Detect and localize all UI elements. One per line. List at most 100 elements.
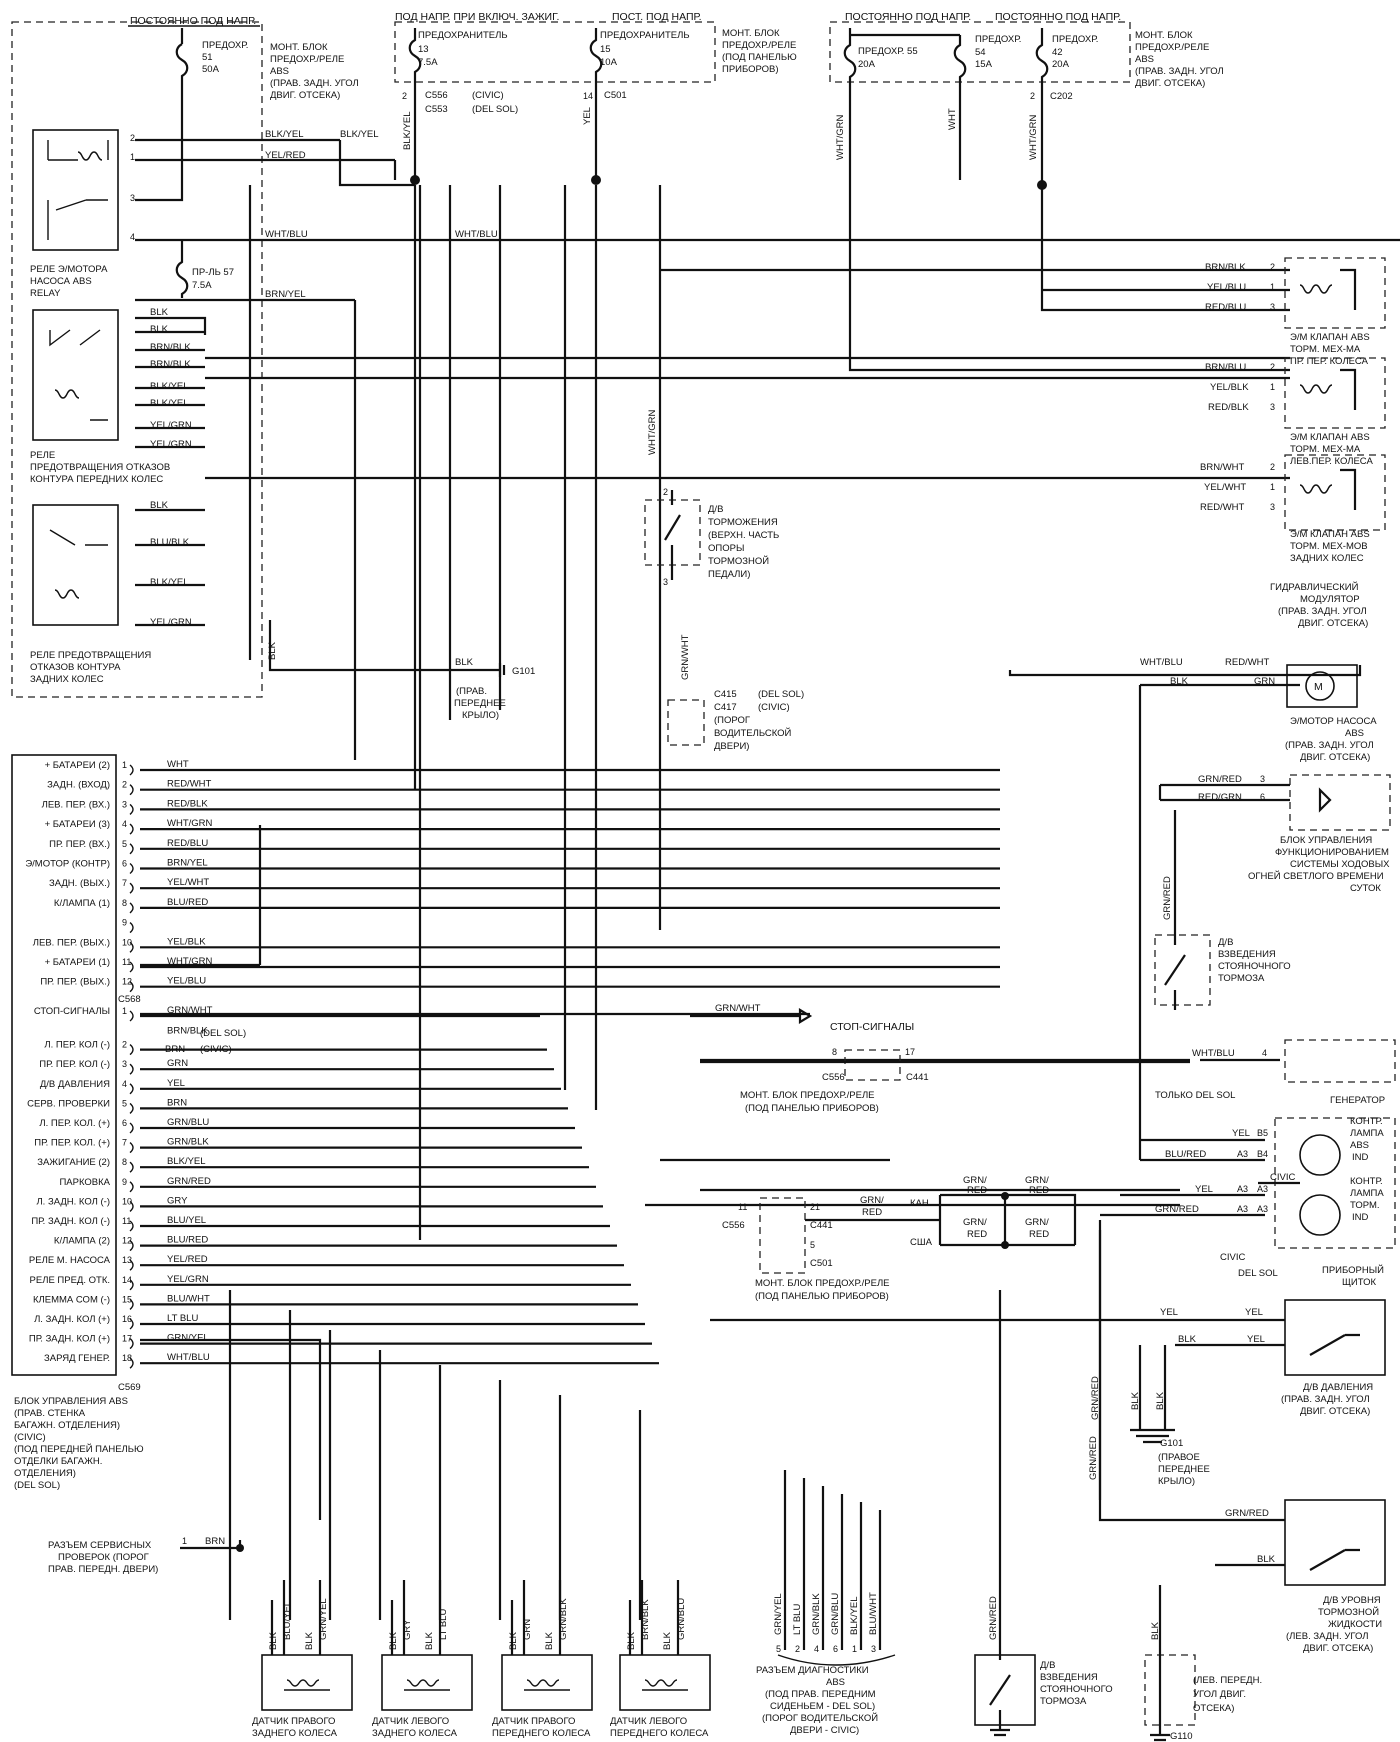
svg-text:ГИДРАВЛИЧЕСКИЙ: ГИДРАВЛИЧЕСКИЙ xyxy=(1270,581,1359,593)
ecu-pin-connector xyxy=(129,764,134,776)
svg-text:C501: C501 xyxy=(604,90,627,101)
ecu-pin-4: 4 xyxy=(122,1079,127,1089)
svg-text:BLK: BLK xyxy=(267,641,278,660)
svg-text:ЛЕВ.ПЕР. КОЛЕСА: ЛЕВ.ПЕР. КОЛЕСА xyxy=(1290,456,1373,467)
svg-text:GRN/RED: GRN/RED xyxy=(988,1596,999,1640)
wheel-sensor-box xyxy=(501,1654,593,1711)
svg-text:A3: A3 xyxy=(1257,1204,1268,1214)
svg-text:(DEL SOL): (DEL SOL) xyxy=(200,1028,246,1039)
ecu-pin-connector xyxy=(129,922,134,934)
ecu-pin-connector xyxy=(129,823,134,835)
svg-text:GRN/: GRN/ xyxy=(963,1175,987,1186)
svg-text:ДВИГ. ОТСЕКА): ДВИГ. ОТСЕКА) xyxy=(270,90,340,101)
ecu-pin-11: 11 xyxy=(122,1216,131,1226)
ecu-pin-label: + БАТАРЕИ (2) xyxy=(45,760,110,771)
svg-text:(ПРАВ. ЗАДН. УГОЛ: (ПРАВ. ЗАДН. УГОЛ xyxy=(1135,66,1224,77)
svg-text:КРЫЛО): КРЫЛО) xyxy=(462,710,499,721)
ground-g101-right: BLK BLK G101 (ПРАВОЕ ПЕРЕДНЕЕ КРЫЛО) xyxy=(1130,1345,1210,1487)
ecu-pin-connector xyxy=(129,1044,134,1056)
svg-text:ABS: ABS xyxy=(1350,1140,1369,1151)
wheel-sensor-wire: BLU/YEL xyxy=(282,1601,293,1640)
svg-text:BLK: BLK xyxy=(455,657,474,668)
mid-fuse-box-2: 11 21 5 C556 C441 C501 GRN/ RED МОНТ. БЛ… xyxy=(722,1195,890,1302)
svg-text:C556: C556 xyxy=(722,1220,745,1231)
svg-text:СИСТЕМЫ ХОДОВЫХ: СИСТЕМЫ ХОДОВЫХ xyxy=(1290,859,1390,870)
ecu-pin-2: 2 xyxy=(122,1040,127,1050)
svg-text:C415: C415 xyxy=(714,689,737,700)
pressure-switch: YEL YEL BLK YEL Д/В ДАВЛЕНИЯ (ПРАВ. ЗАДН… xyxy=(710,1299,1386,1417)
svg-text:(ЛЕВ. ЗАДН. УГОЛ: (ЛЕВ. ЗАДН. УГОЛ xyxy=(1286,1631,1368,1642)
diag-wire-label: LT BLU xyxy=(792,1604,803,1635)
ecu-pin-label: ПР. ПЕР. КОЛ (-) xyxy=(39,1059,110,1070)
svg-text:WHT/BLU: WHT/BLU xyxy=(1192,1048,1235,1059)
ecu-wire-label: GRN/WHT xyxy=(167,1005,213,1016)
diag-wire-label: GRN/BLU xyxy=(830,1593,841,1635)
relay-block-left: ПОСТОЯННО ПОД НАПР. ПРЕДОХР. 51 50A МОНТ… xyxy=(11,15,359,698)
ground-g110: BLK (ЛЕВ. ПЕРЕДН. УГОЛ ДВИГ. ОТСЕКА) G11… xyxy=(1144,1585,1262,1742)
svg-text:4: 4 xyxy=(1262,1048,1267,1058)
ecu-pin-connector xyxy=(129,843,134,855)
svg-text:КОНТУРА ПЕРЕДНИХ КОЛЕС: КОНТУРА ПЕРЕДНИХ КОЛЕС xyxy=(30,474,163,485)
ecu-pin-connector xyxy=(129,1083,134,1095)
svg-text:BLK: BLK xyxy=(1130,1391,1141,1410)
ecu-pin-connector xyxy=(129,1298,134,1310)
svg-text:ПОСТОЯННО ПОД НАПР.: ПОСТОЯННО ПОД НАПР. xyxy=(995,11,1121,23)
svg-text:BRN/BLK: BRN/BLK xyxy=(150,342,191,353)
wheel-sensor-box xyxy=(261,1654,353,1711)
svg-text:(ПОД ПАНЕЛЬЮ ПРИБОРОВ): (ПОД ПАНЕЛЬЮ ПРИБОРОВ) xyxy=(745,1103,879,1114)
svg-text:(ПОД ПАНЕЛЬЮ: (ПОД ПАНЕЛЬЮ xyxy=(722,52,797,63)
svg-text:GRN: GRN xyxy=(1254,676,1275,687)
svg-text:РЕЛЕ ПРЕДОТВРАЩЕНИЯ: РЕЛЕ ПРЕДОТВРАЩЕНИЯ xyxy=(30,650,151,661)
ecu-pin-connector xyxy=(129,1259,134,1271)
svg-text:ДВИГ. ОТСЕКА): ДВИГ. ОТСЕКА) xyxy=(1303,1643,1373,1654)
svg-text:ПР. ПЕР. КОЛЕСА: ПР. ПЕР. КОЛЕСА xyxy=(1290,356,1369,367)
ecu-pin-15: 15 xyxy=(122,1294,132,1304)
svg-text:WHT/GRN: WHT/GRN xyxy=(835,114,846,160)
svg-text:IND: IND xyxy=(1352,1212,1369,1223)
svg-text:G101: G101 xyxy=(1160,1438,1183,1449)
ecu-wire-label: WHT/BLU xyxy=(167,1352,210,1363)
svg-text:ABS: ABS xyxy=(826,1677,845,1688)
door-connector: C415 (DEL SOL) C417 (CIVIC) (ПОРОГ ВОДИТ… xyxy=(667,689,804,752)
ecu-pin-label: ПР. ЗАДН. КОЛ (+) xyxy=(29,1334,110,1345)
wheel-sensor-coil xyxy=(642,1679,688,1691)
svg-text:C568: C568 xyxy=(118,994,141,1005)
abs-ecu xyxy=(11,754,117,1376)
ecu-wire-label: BLU/YEL xyxy=(167,1215,206,1226)
ecu-pin-label: ПР. ЗАДН. КОЛ (-) xyxy=(31,1216,110,1227)
svg-text:1: 1 xyxy=(1270,282,1275,292)
svg-text:Д/В: Д/В xyxy=(1040,1660,1055,1671)
svg-text:RED: RED xyxy=(967,1229,987,1240)
svg-text:CIVIC: CIVIC xyxy=(1270,1172,1295,1183)
wheel-sensor-label: ДАТЧИК ПРАВОГО xyxy=(492,1716,575,1727)
ecu-pin-5: 5 xyxy=(122,1098,127,1108)
svg-text:ВЗВЕДЕНИЯ: ВЗВЕДЕНИЯ xyxy=(1218,949,1276,960)
diag-pin: 1 xyxy=(852,1644,857,1654)
relay-front-box xyxy=(32,309,119,441)
svg-text:(DEL SOL): (DEL SOL) xyxy=(14,1480,60,1491)
svg-text:ПРЕДОХР./РЕЛЕ: ПРЕДОХР./РЕЛЕ xyxy=(1135,42,1209,53)
ecu-pin-10: 10 xyxy=(122,937,132,947)
parking-switch-bottom: GRN/RED Д/В ВЗВЕДЕНИЯ СТОЯНОЧНОГО ТОРМОЗ… xyxy=(974,1290,1113,1737)
ecu-pin-9: 9 xyxy=(122,1177,127,1187)
svg-text:42: 42 xyxy=(1052,47,1063,58)
svg-text:ПРИБОРОВ): ПРИБОРОВ) xyxy=(722,64,779,75)
svg-text:(ПРАВ. ЗАДН. УГОЛ: (ПРАВ. ЗАДН. УГОЛ xyxy=(270,78,359,89)
wheel-sensor-label: ЗАДНЕГО КОЛЕСА xyxy=(252,1728,338,1739)
wheel-sensor-box xyxy=(381,1654,473,1711)
svg-text:ЛАМПА: ЛАМПА xyxy=(1350,1128,1384,1139)
ecu-pin-label: + БАТАРЕИ (3) xyxy=(45,819,110,830)
svg-text:ОТДЕЛЕНИЯ): ОТДЕЛЕНИЯ) xyxy=(14,1468,76,1479)
ecu-pin-14: 14 xyxy=(122,1275,132,1285)
fuse57-amp: 7.5A xyxy=(192,280,212,291)
ecu-wire-label: BRN xyxy=(167,1097,187,1108)
svg-text:(ПРАВ. ЗАДН. УГОЛ: (ПРАВ. ЗАДН. УГОЛ xyxy=(1285,740,1374,751)
svg-text:BRN/YEL: BRN/YEL xyxy=(265,289,306,300)
stop-lights: GRN/WHT СТОП-СИГНАЛЫ xyxy=(690,1003,914,1033)
ecu-pin-label: СТОП-СИГНАЛЫ xyxy=(34,1006,110,1017)
svg-text:(CIVIC): (CIVIC) xyxy=(14,1432,46,1443)
svg-text:ПОСТОЯННО ПОД НАПР.: ПОСТОЯННО ПОД НАПР. xyxy=(845,11,971,23)
svg-text:ЗАДНИХ КОЛЕС: ЗАДНИХ КОЛЕС xyxy=(30,674,104,685)
